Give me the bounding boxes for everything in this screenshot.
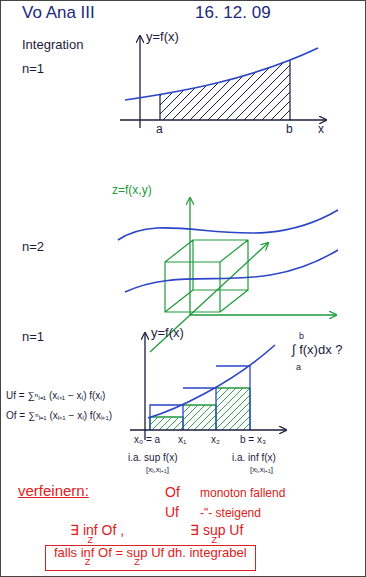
graph-three	[110, 333, 292, 440]
partition-point: x₀ = a	[134, 434, 160, 446]
note: monoton fallend	[200, 487, 285, 501]
dimension-note: n=1	[22, 62, 44, 77]
note: i.a. sup f(x)	[128, 452, 177, 464]
axis-label: x	[318, 123, 324, 137]
symbol: Of	[165, 484, 180, 500]
x-axis	[120, 119, 326, 120]
surface-curve	[118, 210, 338, 240]
y-axis	[144, 333, 145, 440]
title: Vo Ana III	[22, 3, 95, 23]
axis-label: y=f(x)	[146, 30, 179, 45]
partition-point: x₂	[211, 434, 220, 446]
surface-curve	[125, 250, 338, 292]
interval: [xᵢ,xᵢ₊₁]	[250, 465, 273, 474]
symbol: Uf	[165, 504, 179, 520]
x-axis	[190, 314, 336, 315]
date: 16. 12. 09	[195, 3, 271, 23]
area-hatching	[160, 60, 290, 120]
z-axis	[189, 198, 190, 315]
dimension-note: n=1	[22, 330, 44, 345]
lower-sum-hatching	[110, 388, 292, 430]
integral-limit: a	[296, 362, 301, 372]
y-axis	[139, 36, 140, 128]
result-text: falls inf Of = sup Uf dh. integrabel	[54, 546, 247, 561]
subscript: Z	[211, 535, 217, 545]
graph-two	[118, 198, 338, 352]
note: i.a. inf f(x)	[232, 452, 276, 464]
formula: Of = ∑ⁿᵢ₌₁ (xᵢ₊₁ − xᵢ) f(xᵢ₊₁)	[6, 410, 112, 422]
heading: Integration	[22, 38, 83, 53]
volume-prism	[165, 240, 248, 312]
result-box: falls inf Of = sup Uf dh. integrabel	[45, 545, 256, 571]
function-curve	[148, 345, 275, 418]
bound-label: b	[286, 123, 293, 137]
partition-point: b = x₃	[240, 434, 266, 446]
bound-line	[289, 60, 290, 120]
x-axis	[130, 429, 286, 430]
note: -"- steigend	[200, 507, 261, 521]
statement: ∃ inf Of ,	[70, 522, 124, 538]
graph-one	[100, 36, 349, 128]
formula: Uf = ∑ⁿᵢ₌₁ (xᵢ₊₁ − xᵢ) f(xᵢ)	[6, 390, 105, 402]
axis-label: z=f(x,y)	[112, 184, 152, 198]
heading: verfeinern:	[18, 482, 89, 499]
lower-sum-rects	[150, 388, 250, 430]
subscript: Z	[88, 535, 94, 545]
integral-limit: b	[299, 331, 304, 341]
axis-label: y=f(x)	[151, 326, 184, 341]
function-curve	[125, 48, 318, 100]
dimension-note: n=2	[22, 240, 44, 255]
interval: [xᵢ,xᵢ₊₁]	[146, 465, 169, 474]
bound-label: a	[156, 123, 163, 137]
partition-point: x₁	[178, 434, 186, 446]
bound-line	[159, 94, 160, 120]
integral-expression: ∫ f(x)dx ?	[292, 343, 343, 358]
